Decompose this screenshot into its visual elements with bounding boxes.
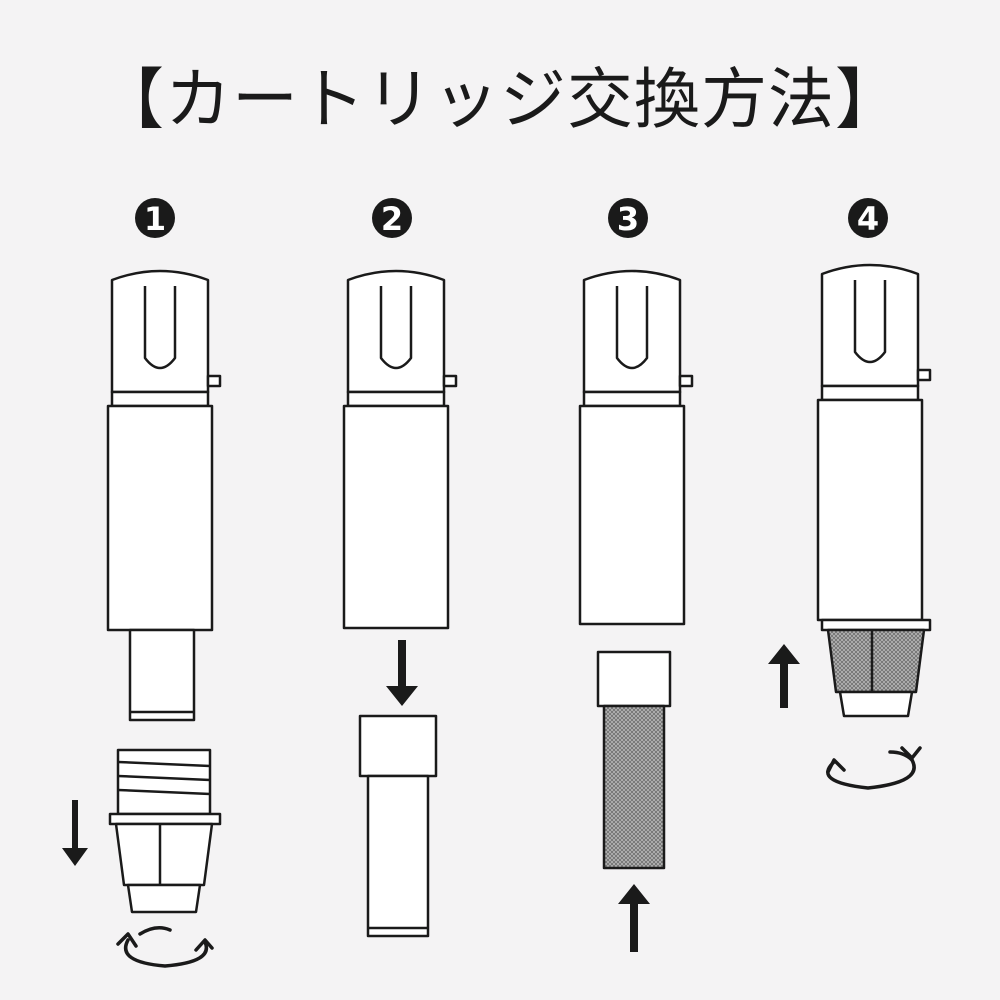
step-1-filter-unit xyxy=(108,748,222,914)
step-4-number: 4 xyxy=(857,200,879,238)
step-3-new-cartridge xyxy=(596,650,672,870)
step-1-body xyxy=(106,404,214,632)
step-3-cap-slot xyxy=(615,286,649,370)
step-2-badge xyxy=(372,198,412,238)
step-1-cartridge-holder xyxy=(128,628,196,722)
step-4-up-arrow-icon xyxy=(768,644,800,708)
step-1-down-arrow-icon xyxy=(62,800,88,866)
step-2-cartridge xyxy=(358,714,438,938)
step-3-body xyxy=(578,404,686,626)
step-2-illustration: 2 xyxy=(342,198,458,938)
step-2-cap xyxy=(346,269,446,394)
step-3-cap xyxy=(582,269,682,394)
step-3-illustration: 3 xyxy=(578,198,694,870)
step-4-badge xyxy=(848,198,888,238)
step-3-badge xyxy=(608,198,648,238)
step-1-number: 1 xyxy=(144,200,166,238)
page-title: 【カートリッジ交換方法】 xyxy=(98,61,902,138)
step-1-cap xyxy=(110,269,210,394)
step-1-cap-slot xyxy=(143,286,177,370)
step-4-filter-attached xyxy=(820,618,932,718)
step-4-illustration: 4 xyxy=(816,198,932,718)
step-4-cap-slot xyxy=(853,280,887,364)
step-4-body xyxy=(816,398,924,622)
step-1-illustration: 1 xyxy=(106,198,222,914)
step-1-badge xyxy=(135,198,175,238)
step-1-rotate-icon xyxy=(116,926,214,968)
step-4-rotate-icon xyxy=(826,746,922,790)
step-2-down-arrow-icon xyxy=(386,640,418,706)
step-1-collar xyxy=(110,390,210,408)
step-3-number: 3 xyxy=(617,200,639,238)
step-2-body xyxy=(342,404,450,630)
step-1-cap-clip xyxy=(206,374,222,388)
step-2-cap-slot xyxy=(379,286,413,370)
step-4-cap xyxy=(820,263,920,388)
step-3-up-arrow-icon xyxy=(618,884,650,952)
step-2-number: 2 xyxy=(381,200,403,238)
